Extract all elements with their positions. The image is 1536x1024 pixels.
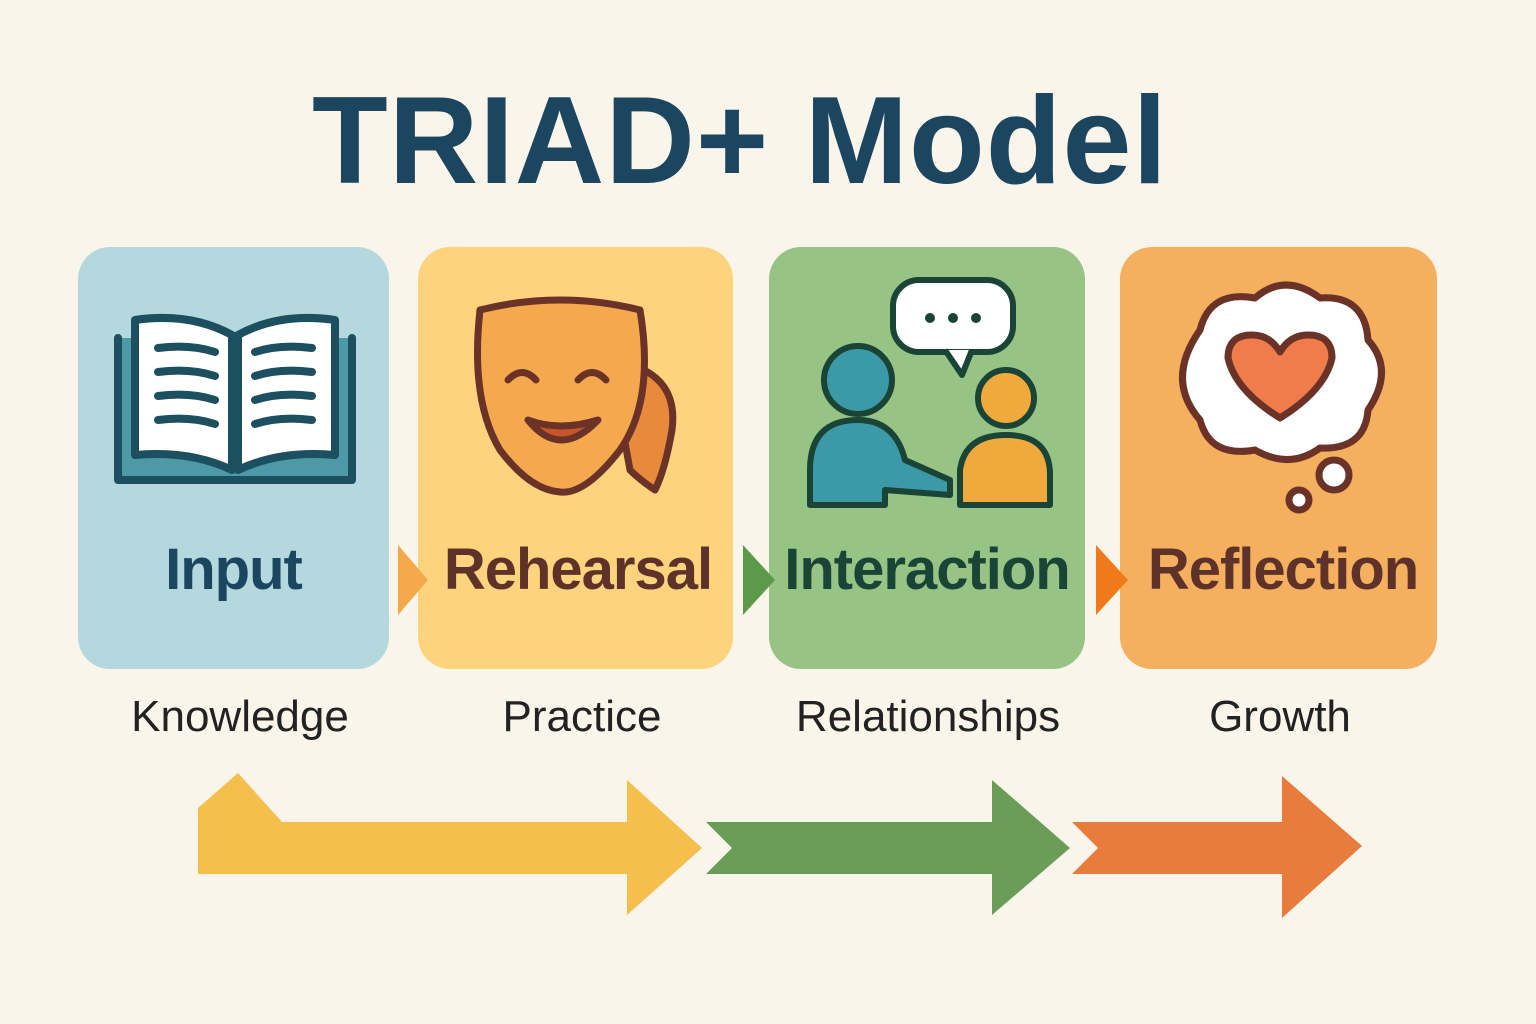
people-conversation-icon (807, 277, 1053, 508)
stage-sublabel-relationships: Relationships (795, 692, 1061, 741)
connector-arrow-3 (1096, 545, 1128, 615)
flow-arrow-yellow (198, 773, 702, 915)
connector-arrow-1 (398, 545, 428, 615)
flow-arrow-green (706, 780, 1070, 915)
stage-label-input: Input (165, 537, 303, 602)
stage-sublabel-practice: Practice (502, 692, 662, 741)
stage-label-interaction: Interaction (784, 537, 1071, 602)
stage-label-rehearsal: Rehearsal (443, 537, 713, 602)
open-book-icon (114, 313, 356, 484)
stage-sublabel-growth: Growth (1209, 692, 1351, 741)
thought-heart-icon (1179, 281, 1385, 514)
connector-arrow-2 (743, 545, 775, 615)
diagram-title: TRIAD+ Model (312, 72, 1168, 210)
stage-label-reflection: Reflection (1147, 537, 1419, 602)
stage-sublabel-knowledge: Knowledge (131, 692, 349, 741)
flow-arrow-orange (1072, 776, 1362, 918)
theater-mask-icon (474, 296, 677, 496)
